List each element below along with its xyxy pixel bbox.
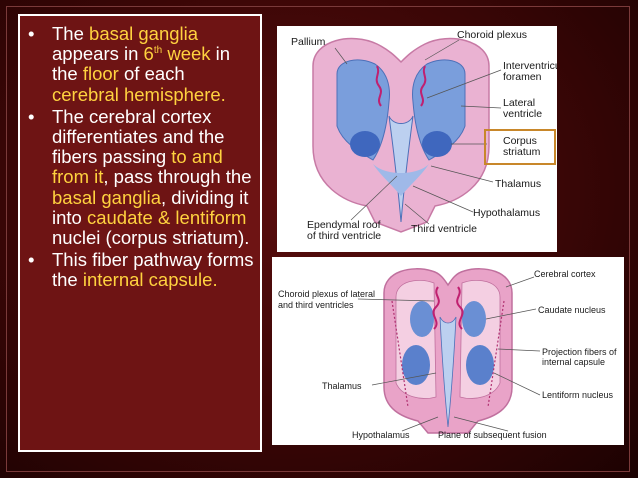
top-label-third-ventricle: Third ventricle xyxy=(411,223,477,235)
top-label-ependymal-2: of third ventricle xyxy=(307,230,381,242)
top-label-interventricular-1: Interventricular xyxy=(503,60,557,72)
top-label-corpus-2: striatum xyxy=(503,146,541,158)
highlighted-text: floor xyxy=(82,63,119,85)
slide-frame xyxy=(6,6,630,472)
top-diagram-svg: Pallium Choroid plexus Interventricular … xyxy=(291,29,573,242)
top-label-pallium: Pallium xyxy=(291,36,326,48)
bullet-3-text: This fiber pathway forms the internal ca… xyxy=(52,249,254,291)
bullet-text-run: This fiber pathway forms the xyxy=(52,249,254,291)
top-label-hypothalamus: Hypothalamus xyxy=(473,207,540,219)
top-label-corpus-1: Corpus xyxy=(503,135,537,147)
highlighted-text: to and from it xyxy=(52,146,223,188)
bottom-label-lentiform: Lentiform nucleus xyxy=(542,390,614,400)
highlighted-text: caudate & lentiform xyxy=(86,206,247,228)
bottom-caudate-right xyxy=(462,301,486,337)
bullet-text-run: The cerebral cortex differentiates and t… xyxy=(52,105,225,168)
bottom-label-hypothalamus: Hypothalamus xyxy=(352,430,410,440)
bullet-text-run: , dividing it into xyxy=(52,186,249,228)
top-thalamus xyxy=(373,164,429,196)
bullet-dot: • xyxy=(28,23,35,44)
bullet-dot: • xyxy=(28,249,35,271)
bullet-text-run: The xyxy=(52,23,90,44)
top-label-ependymal-1: Ependymal roof xyxy=(307,219,381,231)
bullet-text-run: of each xyxy=(118,63,185,85)
top-choroid-left xyxy=(375,65,382,107)
top-diagram: Pallium Choroid plexus Interventricular … xyxy=(277,26,573,252)
bullet-text-run: , pass through the xyxy=(103,166,252,188)
highlighted-text: 6 xyxy=(143,43,154,65)
highlighted-text: cerebral hemisphere. xyxy=(52,83,226,105)
bottom-leader-lines xyxy=(357,276,541,432)
bottom-label-thalamus: Thalamus xyxy=(322,381,362,391)
bottom-choroid-left xyxy=(432,286,440,330)
top-striatum-left xyxy=(350,131,380,157)
top-label-choroid-plexus: Choroid plexus xyxy=(457,29,527,41)
bottom-choroid-right xyxy=(456,286,464,330)
top-striatum-right xyxy=(422,131,452,157)
corpus-striatum-callout-box xyxy=(484,129,556,165)
bottom-diagram: Choroid plexus of lateral and third vent… xyxy=(272,257,624,445)
bottom-caudate-left xyxy=(410,301,434,337)
bottom-projection-fibers xyxy=(391,300,505,408)
bottom-label-choroid-2: and third ventricles xyxy=(278,300,354,310)
bottom-label-projection-1: Projection fibers of xyxy=(542,347,617,357)
top-leader-lines xyxy=(334,39,502,225)
bottom-label-caudate: Caudate nucleus xyxy=(538,305,606,315)
bullet-2-text: The cerebral cortex differentiates and t… xyxy=(52,105,254,249)
highlighted-text: basal ganglia xyxy=(89,23,199,44)
bottom-label-choroid-1: Choroid plexus of lateral xyxy=(278,289,375,299)
bullet-1-text: The basal ganglia appears in 6th week in… xyxy=(52,23,254,105)
bullet-text-run: nuclei (corpus striatum). xyxy=(52,227,250,249)
bullet-3: • This fiber pathway forms the internal … xyxy=(28,249,254,291)
bullet-1: • The basal ganglia appears in 6th week … xyxy=(28,23,254,105)
top-label-thalamus: Thalamus xyxy=(495,178,541,190)
bottom-diagram-svg: Choroid plexus of lateral and third vent… xyxy=(278,268,617,440)
bullet-text-run: in the xyxy=(52,43,231,85)
top-label-interventricular-2: foramen xyxy=(503,71,542,83)
highlighted-text: internal capsule. xyxy=(82,269,218,291)
bottom-third-ventricle xyxy=(439,316,457,428)
top-choroid-right xyxy=(420,65,427,107)
top-label-lateral-1: Lateral xyxy=(503,97,535,109)
highlighted-text: week xyxy=(162,43,211,65)
bottom-lentiform-left xyxy=(402,345,430,385)
bullet-text-run: appears in xyxy=(52,43,144,65)
text-panel: • The basal ganglia appears in 6th week … xyxy=(18,14,262,452)
bottom-lentiform-right xyxy=(466,345,494,385)
top-label-lateral-2: ventricle xyxy=(503,108,542,120)
bullet-dot: • xyxy=(28,105,35,127)
bottom-label-plane: Plane of subsequent fusion xyxy=(438,430,547,440)
highlighted-text: basal ganglia xyxy=(52,186,162,208)
bottom-label-projection-2: internal capsule xyxy=(542,357,605,367)
bottom-label-cerebral-cortex: Cerebral cortex xyxy=(534,269,596,279)
highlighted-text: th xyxy=(153,45,163,57)
bullet-2: • The cerebral cortex differentiates and… xyxy=(28,105,254,249)
